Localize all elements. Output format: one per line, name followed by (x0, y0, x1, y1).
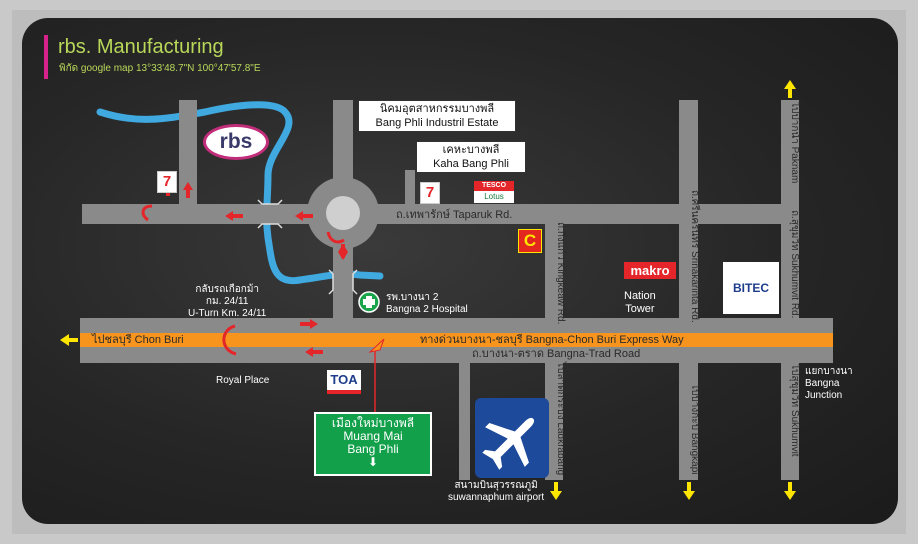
seven-eleven-text: 7 (162, 173, 172, 190)
road-label-expressway: ทางด่วนบางนา-ชลบุรี Bangna-Chon Buri Exp… (420, 334, 684, 346)
road-taparuk (82, 204, 795, 224)
rbs-logo: rbs (203, 124, 269, 160)
nation-line2: Tower (625, 303, 655, 315)
road-left-vertical (179, 100, 197, 206)
expressway (80, 333, 833, 347)
hospital-en: Bangna 2 Hospital (386, 304, 468, 315)
seven-eleven-logo: 7 (420, 182, 440, 204)
airport-en: suwannaphum airport (448, 492, 545, 503)
bigc-text: C (523, 231, 537, 250)
arrow-right-icon (300, 319, 318, 329)
road-srinakarin (679, 100, 698, 322)
road-label-kingkeaw: ถ.กิ่งแก้ว Kingkeaw Rd. (555, 222, 566, 325)
royal-place-label: Royal Place (216, 375, 270, 386)
arrow-down-icon (683, 482, 695, 500)
tesco-text: TESCO (474, 181, 514, 191)
road-label-bangna-trad: ถ.บางนา-ตราด Bangna-Trad Road (472, 348, 641, 360)
road-to-airport (459, 360, 470, 480)
road-7eleven-spur (405, 170, 415, 206)
toa-logo: TOA (327, 370, 361, 394)
road-label-chonburi: ไปชลบุรี Chon Buri (92, 334, 184, 346)
road-label-srinakarin: ถ.ศรีนครินทร์ Srinakarinta Rd. (689, 190, 700, 323)
arrow-up-icon (784, 80, 796, 98)
road-label-taparuk: ถ.เทพารักษ์ Taparuk Rd. (396, 209, 513, 221)
hospital-label: รพ.บางนา 2 Bangna 2 Hospital (386, 292, 468, 316)
toa-text: TOA (330, 372, 358, 387)
page-title: rbs. Manufacturing (58, 36, 224, 58)
coordinates: พิกัด google map 13°33'48.7"N 100°47'57.… (59, 63, 261, 74)
road-roundabout-north (333, 100, 353, 200)
uturn-en: U-Turn Km. 24/11 (188, 308, 267, 319)
uturn-icon (222, 324, 237, 356)
rbs-logo-text: rbs (219, 130, 253, 153)
kaha-label-box: เคหะบางพลี Kaha Bang Phli (416, 141, 526, 173)
bitec-text: BITEC (733, 281, 769, 295)
arrow-up-icon (338, 244, 348, 258)
river-branch (240, 238, 268, 265)
muang-mai-sign: เมืองใหม่บางพลี Muang Mai Bang Phli ⬇ (314, 412, 432, 476)
river (96, 101, 384, 285)
nation-tower-label: Nation Tower (624, 290, 656, 316)
bridges (257, 199, 358, 295)
uturn-arrows (141, 204, 345, 356)
road-label-to-sukhumvit: ไปสุขุมวิท Sukhumvit (789, 364, 800, 457)
seven-eleven-text: 7 (425, 184, 435, 201)
arrow-up-icon (183, 182, 193, 198)
junction-th: แยกบางนา (805, 366, 853, 377)
sign-en1: Muang Mai (343, 429, 403, 443)
estate-th: นิคมอุตสาหกรรมบางพลี (379, 103, 495, 115)
makro-logo: makro (624, 262, 676, 279)
sign-en2: Bang Phli (347, 442, 399, 456)
red-arrows (183, 182, 348, 357)
uturn-icon (141, 204, 153, 222)
nation-line1: Nation (624, 290, 656, 302)
lotus-text: Lotus (484, 192, 504, 201)
road-bangkapi (679, 360, 698, 480)
uturn-th: กลับรถเกือกม้า (195, 284, 260, 295)
arrow-down-icon (784, 482, 796, 500)
uturn-icon (326, 231, 345, 244)
road-label-sukhumvit: ถ.สุขุมวิท Sukhumvit Rd. (789, 210, 800, 319)
estate-label-box: นิคมอุตสาหกรรมบางพลี Bang Phli Industril… (358, 100, 516, 132)
bitec-logo: BITEC (723, 262, 779, 314)
road-label-bangkapi: ไปบางกะปิ Bangkapi (689, 384, 700, 475)
kaha-th: เคหะบางพลี (442, 144, 500, 156)
arrow-left-icon (305, 347, 323, 357)
uturn-km-th: กม. 24/11 (205, 296, 249, 307)
sign-th: เมืองใหม่บางพลี (331, 416, 415, 430)
junction-en2: Junction (805, 390, 843, 401)
airport-th: สนามบินสุวรรณภูมิ (454, 480, 538, 491)
pointer-arrow (368, 338, 385, 353)
bangna-junction-label: แยกบางนา Bangna Junction (805, 366, 853, 402)
road-kingkeaw (545, 218, 563, 320)
hospital-th: รพ.บางนา 2 (386, 292, 439, 303)
kaha-en: Kaha Bang Phli (433, 158, 509, 170)
road-to-sukhumvit (781, 360, 799, 480)
tesco-lotus-logo: TESCO Lotus (474, 181, 514, 203)
road-label-paknam: ไปปากน้ำ Paknam (789, 102, 800, 184)
arrow-down-icon (550, 482, 562, 500)
arrow-left-icon (60, 334, 78, 346)
junction-en1: Bangna (805, 378, 840, 389)
makro-text: makro (630, 263, 670, 278)
arrow-left-icon (225, 211, 243, 221)
road-ladkrabang (545, 360, 563, 480)
road-sukhumvit (781, 100, 799, 322)
sign-arrow-icon: ⬇ (367, 455, 379, 469)
airport-label: สนามบินสุวรรณภูมิ suwannaphum airport (448, 480, 544, 504)
arrow-left-icon (295, 211, 313, 221)
seven-eleven-logo: 7 (157, 171, 177, 193)
uturn-label: กลับรถเกือกม้า กม. 24/11 U-Turn Km. 24/1… (188, 284, 266, 320)
estate-en: Bang Phli Industril Estate (375, 117, 499, 129)
title-accent-bar (44, 35, 48, 79)
yellow-arrows (60, 80, 796, 500)
road-label-ladkrabang: ไปลาดกระบัง Ladkrabang (555, 362, 566, 476)
bigc-logo: C (518, 229, 542, 253)
roundabout-center (326, 196, 360, 230)
